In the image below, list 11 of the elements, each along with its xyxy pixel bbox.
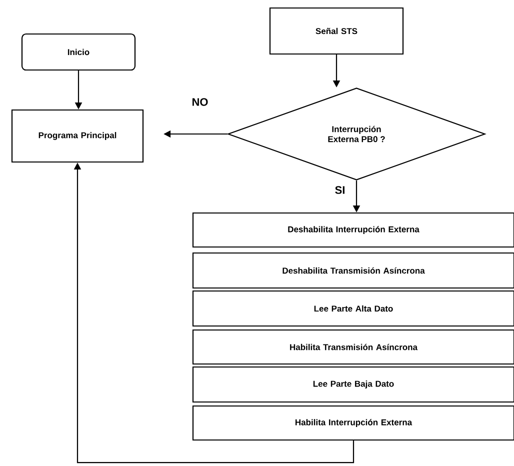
process-box: Señal STS bbox=[269, 7, 404, 55]
process-box: Habilita Transmisión Asíncrona bbox=[192, 329, 514, 365]
process-box: Deshabilita Interrupción Externa bbox=[192, 212, 514, 248]
process-box: Lee Parte Baja Dato bbox=[192, 366, 514, 403]
process-box: Habilita Interrupción Externa bbox=[192, 405, 514, 441]
start-box: Inicio bbox=[21, 33, 136, 71]
process-box: Lee Parte Alta Dato bbox=[192, 290, 514, 327]
edge-label: NO bbox=[192, 98, 208, 106]
edge-label: SI bbox=[335, 186, 344, 194]
process-box: Programa Principal bbox=[11, 109, 144, 163]
process-box: Deshabilita Transmisión Asíncrona bbox=[192, 252, 514, 289]
